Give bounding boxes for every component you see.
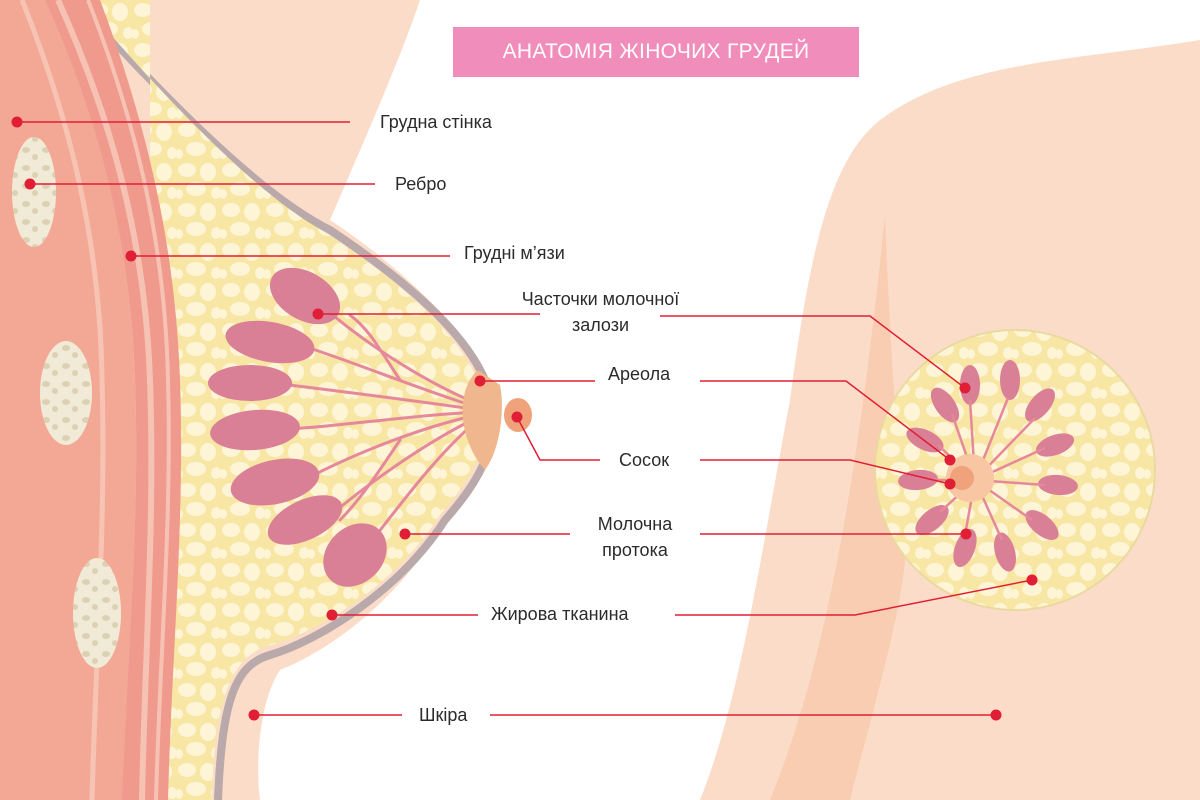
label-duct-line2: протока (602, 540, 668, 560)
arm-shadow (770, 215, 905, 800)
label-chest-wall: Грудна стінка (380, 112, 492, 132)
label-pectoral-muscles: Грудні м’язи (464, 243, 565, 263)
label-lobules: Часточки молочної залози (498, 286, 703, 338)
label-nipple: Сосок (619, 450, 670, 470)
rib-3 (73, 558, 121, 668)
label-skin: Шкіра (419, 705, 468, 725)
label-lobules-line1: Часточки молочної (521, 289, 680, 309)
label-fat-tissue: Жирова тканина (491, 604, 629, 624)
nipple-front (950, 466, 974, 490)
label-milk-duct: Молочна протока (575, 511, 695, 563)
lobules-front (898, 360, 1078, 572)
label-rib: Ребро (395, 174, 447, 194)
fat-tissue-area (80, 0, 486, 800)
lobules-side (208, 267, 387, 587)
areola-side (462, 370, 502, 470)
label-areola: Ареола (608, 364, 671, 384)
label-duct-line1: Молочна (597, 514, 673, 534)
rib-1 (12, 137, 56, 247)
leader-lines (17, 121, 1033, 716)
marker-dots (11, 116, 1038, 721)
label-lobules-line2: залози (571, 315, 630, 335)
rib-2 (40, 341, 92, 445)
title-banner (453, 27, 859, 77)
page-title: АНАТОМІЯ ЖІНОЧИХ ГРУДЕЙ (502, 40, 810, 63)
